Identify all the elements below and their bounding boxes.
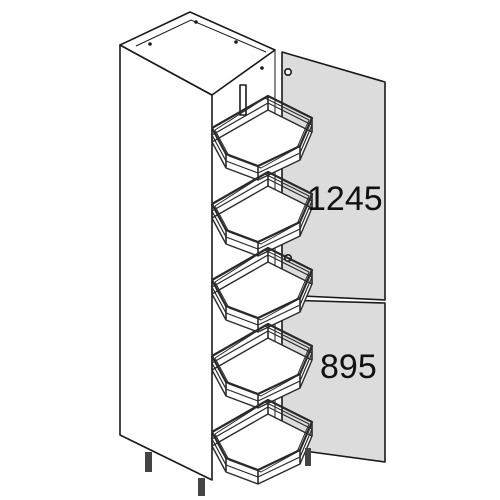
top-dowel-hole [148,42,152,46]
cabinet-top-inner-edge [135,19,267,53]
wire-basket [211,246,314,333]
cabinet-left-side [119,44,213,481]
top-dowel-hole [194,20,198,24]
wire-basket [211,170,314,257]
cabinet-legs [145,448,311,496]
top-dowel-hole [234,40,238,44]
top-dowel-hole [260,66,264,70]
lower-door-dimension-label: 895 [320,348,377,386]
leg [198,478,205,496]
hinge-icon [283,68,292,77]
wire-basket [211,398,314,485]
pullout-post [239,84,247,116]
leg [145,452,152,472]
wire-basket [211,94,314,181]
basket-stack [211,94,314,485]
lower-door [281,299,386,463]
upper-door-dimension-label: 1245 [307,180,383,218]
wire-basket [211,322,314,409]
leg [305,448,311,466]
